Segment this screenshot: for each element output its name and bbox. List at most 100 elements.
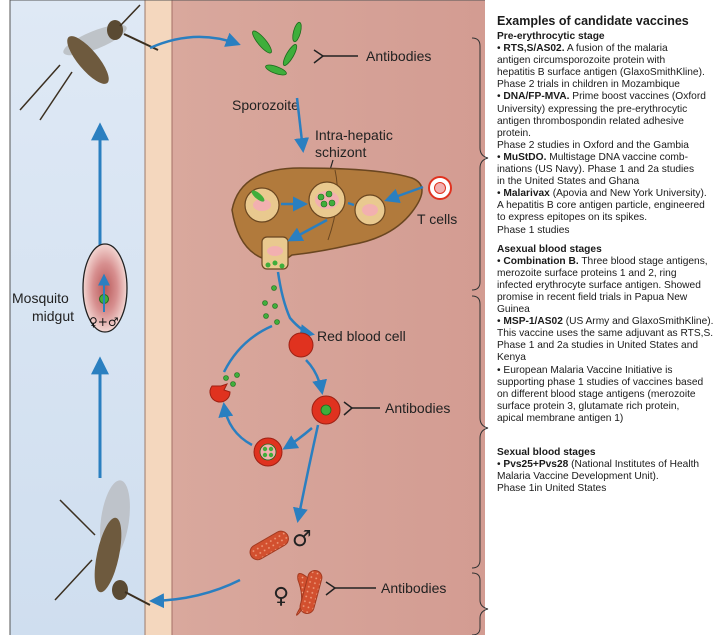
midgut-label: midgut — [32, 308, 74, 324]
vaccine-text: Prime boost vaccines (Oxford — [569, 91, 705, 102]
vaccine-text: University) expressing the pre-erythrocy… — [497, 104, 687, 115]
vaccine-text: surface protein 3, glutamate rich protei… — [497, 401, 679, 412]
section-pre-erythrocytic: Pre-erythrocytic stage • RTS,S/AS02. A f… — [497, 31, 721, 237]
antibodies-middle-label: Antibodies — [385, 400, 450, 416]
vaccine-text: (US Army and GlaxoSmithKline). — [563, 316, 714, 327]
sporozoite-label: Sporozoite — [232, 97, 299, 113]
vaccine-line: antigen thrombospondin related adhesive — [497, 116, 721, 128]
vaccine-text: European Malaria Vaccine Initiative is — [503, 365, 672, 376]
vaccine-name: DNA/FP-MVA. — [503, 91, 569, 102]
vaccine-text: Guinea — [497, 304, 530, 315]
section-asexual: Asexual blood stages • Combination B. Th… — [497, 244, 721, 425]
section-heading: Asexual blood stages — [497, 244, 721, 256]
vaccine-text: protein. — [497, 128, 531, 139]
vaccine-text: Kenya — [497, 352, 526, 363]
vaccine-line: • MuStDO. Multistage DNA vaccine comb- — [497, 152, 721, 164]
vaccine-line: Malaria Vaccine Development Unit). — [497, 471, 721, 483]
vaccine-line: to express epitopes on its spikes. — [497, 212, 721, 224]
vaccine-line: merozoite surface proteins 1 and 2, ring — [497, 268, 721, 280]
vaccine-line: inations (US Navy). Phase 1 and 2a studi… — [497, 164, 721, 176]
vaccine-line: hepatitis B surface antigen (GlaxoSmithK… — [497, 67, 721, 79]
vaccine-line: • European Malaria Vaccine Initiative is — [497, 365, 721, 377]
vaccine-line: Phase 2 studies in Oxford and the Gambia — [497, 140, 721, 152]
section-lines: • Combination B. Three blood stage antig… — [497, 256, 721, 425]
vaccine-line: • Malarivax (Apovia and New York Univers… — [497, 188, 721, 200]
vaccine-text: Malaria Vaccine Development Unit). — [497, 471, 659, 482]
vaccine-name: Pvs25+Pvs28 — [503, 459, 568, 470]
vaccine-line: • Combination B. Three blood stage antig… — [497, 256, 721, 268]
vaccine-text: on different blood stage antigens (meroz… — [497, 389, 696, 400]
schizont-label: schizont — [315, 144, 366, 160]
section-sexual: Sexual blood stages • Pvs25+Pvs28 (Natio… — [497, 447, 721, 495]
vaccine-line: Guinea — [497, 304, 721, 316]
vaccine-text: (National Institutes of Health — [568, 459, 699, 470]
vaccine-text: infected erythrocyte surface antigen. Sh… — [497, 280, 701, 291]
section-heading: Pre-erythrocytic stage — [497, 31, 721, 43]
female-symbol: ♀ — [273, 584, 289, 609]
vaccine-line: Phase 1 and 2a studies in United States … — [497, 340, 721, 352]
vaccine-line: supporting phase 1 studies of vaccines b… — [497, 377, 721, 389]
vaccine-text: merozoite surface proteins 1 and 2, ring — [497, 268, 677, 279]
vaccine-text: Phase 1in United States — [497, 483, 606, 494]
vaccine-text: (Apovia and New York University). — [550, 188, 707, 199]
vaccine-name: RTS,S/AS02. — [503, 43, 564, 54]
vaccine-line: Phase 2 trials in children in Mozambique — [497, 79, 721, 91]
vaccine-text: Phase 2 trials in children in Mozambique — [497, 79, 680, 90]
t-cell-icon — [429, 177, 451, 199]
host-tissue-panel — [172, 0, 485, 635]
vaccine-line: • RTS,S/AS02. A fusion of the malaria — [497, 43, 721, 55]
vaccine-text: inations (US Navy). Phase 1 and 2a studi… — [497, 164, 694, 175]
vaccine-line: in the United States and Ghana — [497, 176, 721, 188]
infected-rbc-icon — [312, 396, 340, 424]
skin-strip — [145, 0, 172, 635]
red-blood-cell-label: Red blood cell — [317, 328, 406, 344]
vaccine-name: MSP-1/AS02 — [503, 316, 562, 327]
vaccine-text: This vaccine uses the same adjuvant as R… — [497, 328, 713, 339]
vaccine-text: apical membrane antigen 1) — [497, 413, 623, 424]
vaccine-text: A hepatitis B core antigen particle, eng… — [497, 200, 705, 211]
red-blood-cell-icon — [289, 333, 313, 357]
vaccine-text: Phase 1 and 2a studies in United States … — [497, 340, 698, 351]
panel-title: Examples of candidate vaccines — [497, 14, 721, 29]
vaccine-line: protein. — [497, 128, 721, 140]
vaccine-text: Three blood stage antigens, — [579, 256, 708, 267]
vaccine-line: promise in recent field trials in Papua … — [497, 292, 721, 304]
antibodies-top-label: Antibodies — [366, 48, 431, 64]
vaccine-line: apical membrane antigen 1) — [497, 413, 721, 425]
intra-hepatic-label: Intra-hepatic — [315, 127, 393, 143]
vaccine-text: Phase 1 studies — [497, 225, 570, 236]
t-cells-label: T cells — [417, 211, 457, 227]
vaccine-line: on different blood stage antigens (meroz… — [497, 389, 721, 401]
vaccine-text: antigen circumsporozoite protein with — [497, 55, 665, 66]
antibodies-bottom-label: Antibodies — [381, 580, 446, 596]
vaccine-text: supporting phase 1 studies of vaccines b… — [497, 377, 703, 388]
vaccine-text: Phase 2 studies in Oxford and the Gambia — [497, 140, 689, 151]
vaccine-text: promise in recent field trials in Papua … — [497, 292, 687, 303]
section-heading: Sexual blood stages — [497, 447, 721, 459]
vaccine-line: A hepatitis B core antigen particle, eng… — [497, 200, 721, 212]
vaccine-text: antigen thrombospondin related adhesive — [497, 116, 684, 127]
vaccine-line: This vaccine uses the same adjuvant as R… — [497, 328, 721, 340]
vaccine-name: MuStDO. — [503, 152, 546, 163]
vaccine-name: Malarivax — [503, 188, 549, 199]
vaccine-line: University) expressing the pre-erythrocy… — [497, 104, 721, 116]
vaccine-line: antigen circumsporozoite protein with — [497, 55, 721, 67]
vaccine-line: Phase 1in United States — [497, 483, 721, 495]
vaccine-line: • DNA/FP-MVA. Prime boost vaccines (Oxfo… — [497, 91, 721, 103]
midgut-symbols-label: ♀+♂ — [89, 315, 119, 329]
vaccine-line: • MSP-1/AS02 (US Army and GlaxoSmithKlin… — [497, 316, 721, 328]
vaccine-line: Kenya — [497, 352, 721, 364]
vaccine-line: • Pvs25+Pvs28 (National Institutes of He… — [497, 459, 721, 471]
vaccine-text: to express epitopes on its spikes. — [497, 212, 647, 223]
vaccine-text: in the United States and Ghana — [497, 176, 639, 187]
vaccine-text: A fusion of the malaria — [565, 43, 668, 54]
section-lines: • Pvs25+Pvs28 (National Institutes of He… — [497, 459, 721, 495]
vaccine-text: hepatitis B surface antigen (GlaxoSmithK… — [497, 67, 705, 78]
vaccine-line: infected erythrocyte surface antigen. Sh… — [497, 280, 721, 292]
vaccine-line: surface protein 3, glutamate rich protei… — [497, 401, 721, 413]
vaccine-text: Multistage DNA vaccine comb- — [546, 152, 688, 163]
male-symbol: ♂ — [292, 527, 312, 552]
mosquito-label: Mosquito — [12, 290, 69, 306]
vaccine-candidates-panel: Examples of candidate vaccines Pre-eryth… — [497, 14, 721, 495]
